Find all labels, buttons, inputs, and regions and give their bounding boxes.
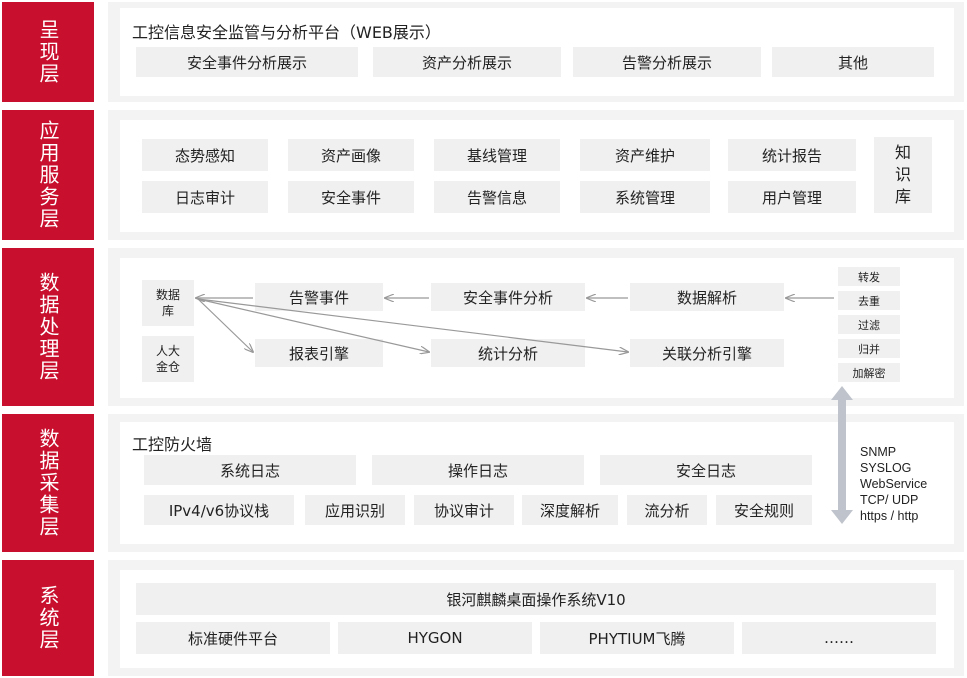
platform-phytium: PHYTIUM飞腾 (540, 622, 734, 654)
flow-analysis: 流分析 (627, 495, 707, 525)
deep-parse: 深度解析 (522, 495, 618, 525)
asset-analysis-display: 资产分析展示 (373, 47, 561, 77)
app-stat-report: 统计报告 (728, 139, 856, 171)
stat-analysis-node: 统计分析 (431, 339, 585, 367)
layer-label-collection: 数据采集层 (2, 414, 94, 552)
app-identification: 应用识别 (305, 495, 405, 525)
platform-more: …… (742, 622, 936, 654)
kingbase-node: 人大金仓 (142, 336, 194, 382)
protocol-https-http: https / http (860, 509, 919, 523)
app-asset-maintenance: 资产维护 (580, 139, 710, 171)
op-filter: 过滤 (838, 315, 900, 334)
security-rules: 安全规则 (716, 495, 812, 525)
platform-title: 工控信息安全监管与分析平台（WEB展示） (132, 23, 441, 42)
application-panel (108, 110, 964, 240)
system-panel (108, 560, 964, 676)
app-log-audit: 日志审计 (142, 181, 268, 213)
data-parse-node: 数据解析 (630, 283, 784, 311)
op-encrypt: 加解密 (838, 363, 900, 382)
app-security-event: 安全事件 (288, 181, 414, 213)
platform-hygon: HYGON (338, 622, 532, 654)
app-situation-awareness: 态势感知 (142, 139, 268, 171)
layer-label-application: 应用服务层 (2, 110, 94, 240)
security-event-display: 安全事件分析展示 (136, 47, 358, 77)
report-engine-node: 报表引擎 (255, 339, 383, 367)
layer-label-processing: 数据处理层 (2, 248, 94, 406)
app-baseline-mgmt: 基线管理 (434, 139, 560, 171)
other-display: 其他 (772, 47, 934, 77)
system-log: 系统日志 (144, 455, 356, 485)
op-dedup: 去重 (838, 291, 900, 310)
processing-panel (108, 248, 964, 406)
layer-label-presentation: 呈现层 (2, 2, 94, 102)
security-event-analysis-node: 安全事件分析 (431, 283, 585, 311)
security-log: 安全日志 (600, 455, 812, 485)
app-user-mgmt: 用户管理 (728, 181, 856, 213)
app-asset-profile: 资产画像 (288, 139, 414, 171)
op-merge: 归并 (838, 339, 900, 358)
ipv4v6-stack: IPv4/v6协议栈 (144, 495, 294, 525)
firewall-title: 工控防火墙 (132, 435, 213, 454)
app-knowledge-base: 知识库 (874, 137, 932, 213)
platform-standard-hw: 标准硬件平台 (136, 622, 330, 654)
operation-log: 操作日志 (372, 455, 584, 485)
layer-label-system: 系统层 (2, 560, 94, 676)
protocol-syslog: SYSLOG (860, 461, 912, 475)
alarm-analysis-display: 告警分析展示 (573, 47, 761, 77)
database-node: 数据库 (142, 280, 194, 326)
app-system-mgmt: 系统管理 (580, 181, 710, 213)
correlation-engine-node: 关联分析引擎 (630, 339, 784, 367)
kylin-os: 银河麒麟桌面操作系统V10 (136, 583, 936, 615)
protocol-snmp: SNMP (860, 445, 897, 459)
op-forward: 转发 (838, 267, 900, 286)
protocol-list: SNMP SYSLOG WebService TCP/ UDP https / … (860, 444, 927, 524)
alarm-event-node: 告警事件 (255, 283, 383, 311)
protocol-tcp-udp: TCP/ UDP (860, 493, 919, 507)
protocol-audit: 协议审计 (414, 495, 514, 525)
protocol-webservice: WebService (860, 477, 928, 491)
app-alarm-info: 告警信息 (434, 181, 560, 213)
